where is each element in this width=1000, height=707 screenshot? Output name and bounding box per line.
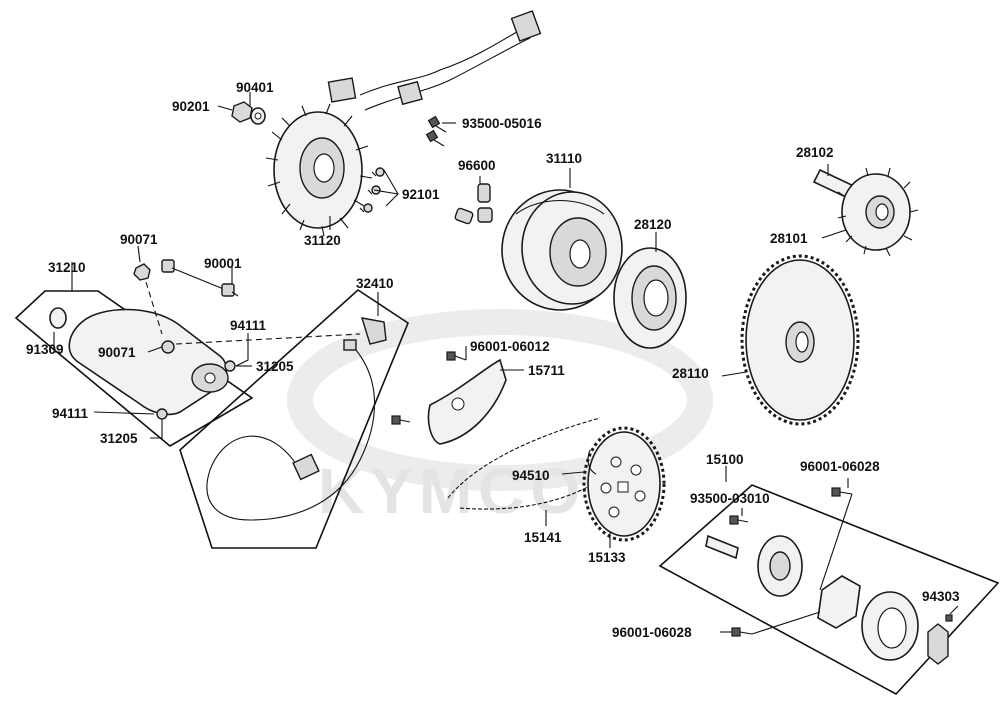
label-31205-right: 31205 (256, 359, 294, 374)
clip-94510 (587, 449, 597, 475)
label-15100: 15100 (706, 452, 744, 467)
label-92101: 92101 (402, 187, 440, 202)
watermark-text: KYMCO (318, 455, 586, 527)
starter-driven-gear-28110 (740, 254, 860, 426)
label-28102: 28102 (796, 145, 834, 160)
label-94303: 94303 (922, 589, 960, 604)
inner-rotor (927, 623, 949, 665)
nut-and-washer (231, 101, 266, 125)
pin-94303 (945, 614, 953, 622)
pickup-coil (327, 77, 357, 103)
stator-assembly (265, 10, 542, 237)
label-90071-side: 90071 (98, 345, 136, 360)
label-96001-06028-top: 96001-06028 (800, 459, 880, 474)
label-31120: 31120 (304, 233, 341, 248)
cable-boot (360, 317, 387, 345)
label-28101: 28101 (770, 231, 808, 246)
label-94111-top: 94111 (230, 318, 267, 333)
flywheel-31110 (501, 189, 623, 311)
oil-pump-outline (658, 484, 1000, 696)
dowel-pins-96600 (454, 183, 493, 225)
fitting-93500-03010 (705, 534, 739, 560)
o-ring-91309 (49, 307, 67, 329)
starter-motor-box (14, 290, 254, 447)
starter-cable-box (179, 288, 409, 549)
label-94111-bottom: 94111 (52, 406, 89, 421)
label-32410: 32410 (356, 276, 394, 291)
starter-cable (206, 349, 376, 521)
bolts-93500-05016 (425, 115, 447, 147)
label-15141: 15141 (524, 530, 562, 545)
label-28110: 28110 (672, 366, 709, 381)
nut-90201 (231, 101, 253, 123)
label-96600: 96600 (458, 158, 496, 173)
starter-mount-bolts (133, 259, 361, 345)
starter-cable-outline (179, 288, 409, 549)
label-93500-03010: 93500-03010 (690, 491, 770, 506)
wire-clip (397, 80, 423, 106)
label-93500-05016: 93500-05016 (462, 116, 542, 131)
label-94510: 94510 (512, 468, 550, 483)
label-90071-top: 90071 (120, 232, 158, 247)
label-31205-bottom: 31205 (100, 431, 138, 446)
washer-94111 (224, 360, 236, 372)
idle-gear-assembly (812, 167, 919, 257)
label-91309: 91309 (26, 342, 64, 357)
oil-pump-box (658, 484, 1000, 696)
label-31110: 31110 (546, 151, 582, 166)
kymco-watermark: KYMCO (287, 309, 713, 527)
nut-90071-top (133, 263, 151, 281)
label-15711: 15711 (528, 363, 565, 378)
starter-clutch-28120 (613, 247, 687, 349)
label-90201: 90201 (172, 99, 210, 114)
label-15133: 15133 (588, 550, 626, 565)
wire-connector (510, 10, 542, 42)
chain-cover-15711 (427, 358, 507, 445)
cam-chain-assembly (447, 417, 666, 542)
starter-motor-body (68, 308, 228, 416)
part-labels: 90401 90201 93500-05016 92101 31120 9660… (26, 80, 960, 640)
label-90401: 90401 (236, 80, 274, 95)
cable-terminal-top (343, 339, 357, 351)
label-28120: 28120 (634, 217, 672, 232)
pump-plate (817, 575, 861, 629)
label-96001-06012: 96001-06012 (470, 339, 550, 354)
label-90001: 90001 (204, 256, 242, 271)
label-96001-06028-bottom: 96001-06028 (612, 625, 692, 640)
leader-lines (53, 92, 959, 635)
cam-chain-15141 (447, 417, 601, 499)
nut-90071 (161, 340, 175, 354)
chain-cover-assembly (391, 351, 507, 445)
label-31210: 31210 (48, 260, 86, 275)
cable-terminal-bottom (292, 453, 320, 481)
